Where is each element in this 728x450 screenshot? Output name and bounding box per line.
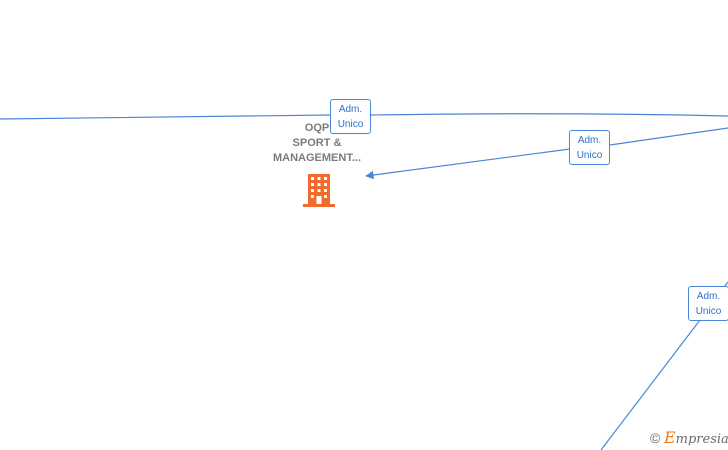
company-name-line-1: OQP [304, 122, 330, 134]
brand-logo-initial: E [663, 428, 676, 447]
edge-label-type: Unico [337, 119, 364, 130]
edge-label-role: Adm. [696, 291, 721, 302]
copyright-symbol: © [650, 430, 661, 446]
edge-label-type: Unico [695, 306, 722, 317]
edge-label-1[interactable]: Adm. Unico [330, 99, 371, 134]
building-icon[interactable] [302, 172, 336, 208]
edge-line-1 [0, 113, 728, 120]
company-name-line-3: MANAGEMENT... [273, 152, 361, 164]
edge-label-role: Adm. [577, 135, 602, 146]
edge-label-3[interactable]: Adm. Unico [688, 286, 728, 321]
company-node-label[interactable]: OQP SPORT & MANAGEMENT... [252, 121, 382, 166]
empresia-watermark: © Empresia [650, 428, 728, 447]
edge-label-role: Adm. [338, 104, 363, 115]
edge-line-2 [366, 127, 728, 176]
brand-logo-text: mpresia [675, 432, 728, 447]
edge-label-2[interactable]: Adm. Unico [569, 130, 610, 165]
company-name-line-2: SPORT & [292, 137, 342, 149]
edge-label-type: Unico [576, 150, 603, 161]
